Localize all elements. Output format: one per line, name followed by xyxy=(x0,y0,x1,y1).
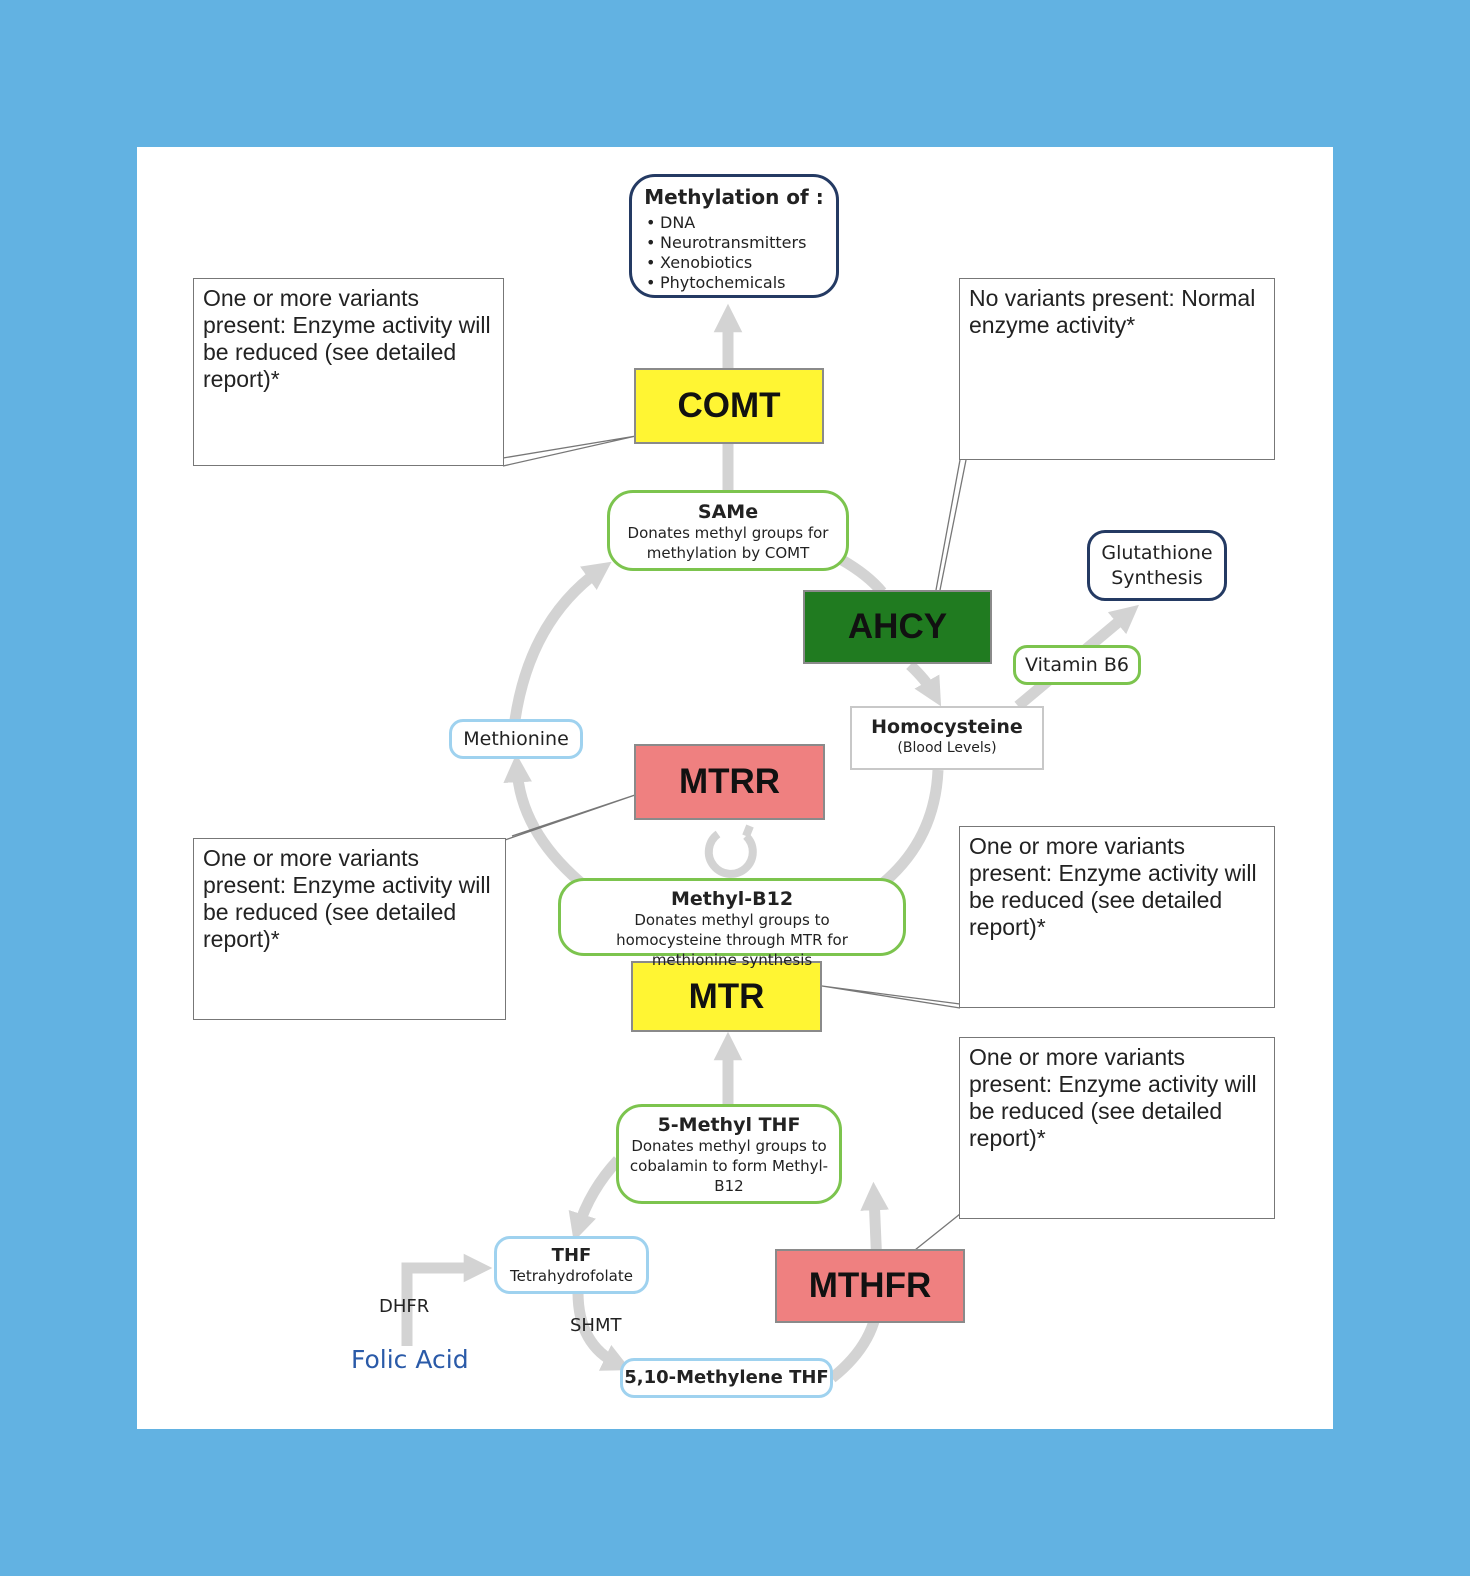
methylation-item-neurotransmitters: Neurotransmitters xyxy=(646,233,836,253)
methylation-item-phytochemicals: Phytochemicals xyxy=(646,273,836,293)
arrow-homocysteine-to-methyl-b12 xyxy=(878,769,944,889)
arrow-methyl-b12-to-methionine xyxy=(503,753,584,887)
enzyme-mtrr: MTRR xyxy=(634,744,825,820)
glutathione-label: Glutathione Synthesis xyxy=(1101,542,1213,589)
thf-node: THF Tetrahydrofolate xyxy=(494,1236,649,1294)
callout-comt: One or more variants present: Enzyme act… xyxy=(193,278,504,466)
mtrr-cycle-icon xyxy=(704,824,757,878)
methylene-thf-label: 5,10-Methylene THF xyxy=(624,1367,829,1388)
homocysteine-title: Homocysteine xyxy=(871,716,1023,738)
same-description: Donates methyl groups for methylation by… xyxy=(627,524,829,562)
same-node: SAMe Donates methyl groups for methylati… xyxy=(607,490,849,571)
enzyme-mthfr: MTHFR xyxy=(775,1249,965,1323)
callout-ahcy: No variants present: Normal enzyme activ… xyxy=(959,278,1275,460)
methylation-item-xenobiotics: Xenobiotics xyxy=(646,253,836,273)
methylation-item-dna: DNA xyxy=(646,213,836,233)
same-title: SAMe xyxy=(697,501,759,523)
methionine-node: Methionine xyxy=(449,719,583,759)
methyl-thf-title: 5-Methyl THF xyxy=(657,1114,801,1136)
homocysteine-subtitle: (Blood Levels) xyxy=(897,740,997,756)
arrow-methionine-to-same xyxy=(509,561,612,721)
vitamin-b6-label: Vitamin B6 xyxy=(1025,654,1129,676)
arrow-same-to-ahcy xyxy=(839,555,887,596)
thf-subtitle: Tetrahydrofolate xyxy=(510,1267,633,1285)
callout-mtr: One or more variants present: Enzyme act… xyxy=(959,826,1275,1008)
arrow-ahcy-to-homocysteine xyxy=(906,660,942,707)
methyl-thf-node: 5-Methyl THF Donates methyl groups to co… xyxy=(616,1104,842,1204)
arrow-folic-to-thf xyxy=(401,1253,493,1346)
shmt-label: SHMT xyxy=(570,1315,622,1336)
enzyme-ahcy: AHCY xyxy=(803,590,992,664)
vitamin-b6-node: Vitamin B6 xyxy=(1013,645,1141,685)
enzyme-comt: COMT xyxy=(634,368,824,444)
connector-comt xyxy=(502,435,637,467)
arrow-methylthf-to-thf xyxy=(568,1156,623,1242)
callout-mthfr: One or more variants present: Enzyme act… xyxy=(959,1037,1275,1219)
connector-mthfr xyxy=(914,1213,961,1251)
methylation-title: Methylation of : xyxy=(644,185,824,209)
methylation-box: Methylation of : DNA Neurotransmitters X… xyxy=(629,174,839,298)
methyl-b12-description: Donates methyl groups to homocysteine th… xyxy=(616,911,848,969)
methionine-label: Methionine xyxy=(463,728,569,750)
methylene-thf-node: 5,10-Methylene THF xyxy=(620,1358,833,1398)
methyl-b12-title: Methyl-B12 xyxy=(670,888,794,910)
methylation-list: DNA Neurotransmitters Xenobiotics Phytoc… xyxy=(632,213,836,293)
enzyme-mtr: MTR xyxy=(631,961,822,1032)
methyl-thf-description: Donates methyl groups to cobalamin to fo… xyxy=(629,1137,829,1195)
callout-mtrr: One or more variants present: Enzyme act… xyxy=(193,838,506,1020)
connector-ahcy xyxy=(935,459,967,591)
connector-mtr xyxy=(821,985,961,1009)
connector-mtrr xyxy=(504,794,636,841)
methyl-b12-node: Methyl-B12 Donates methyl groups to homo… xyxy=(558,878,906,969)
dhfr-label: DHFR xyxy=(379,1296,430,1317)
homocysteine-node: Homocysteine (Blood Levels) xyxy=(850,706,1044,770)
arrow-thf-to-methylene xyxy=(572,1291,631,1371)
glutathione-node: Glutathione Synthesis xyxy=(1087,530,1227,601)
thf-title: THF xyxy=(551,1245,592,1266)
folic-acid-label: Folic Acid xyxy=(351,1345,469,1374)
